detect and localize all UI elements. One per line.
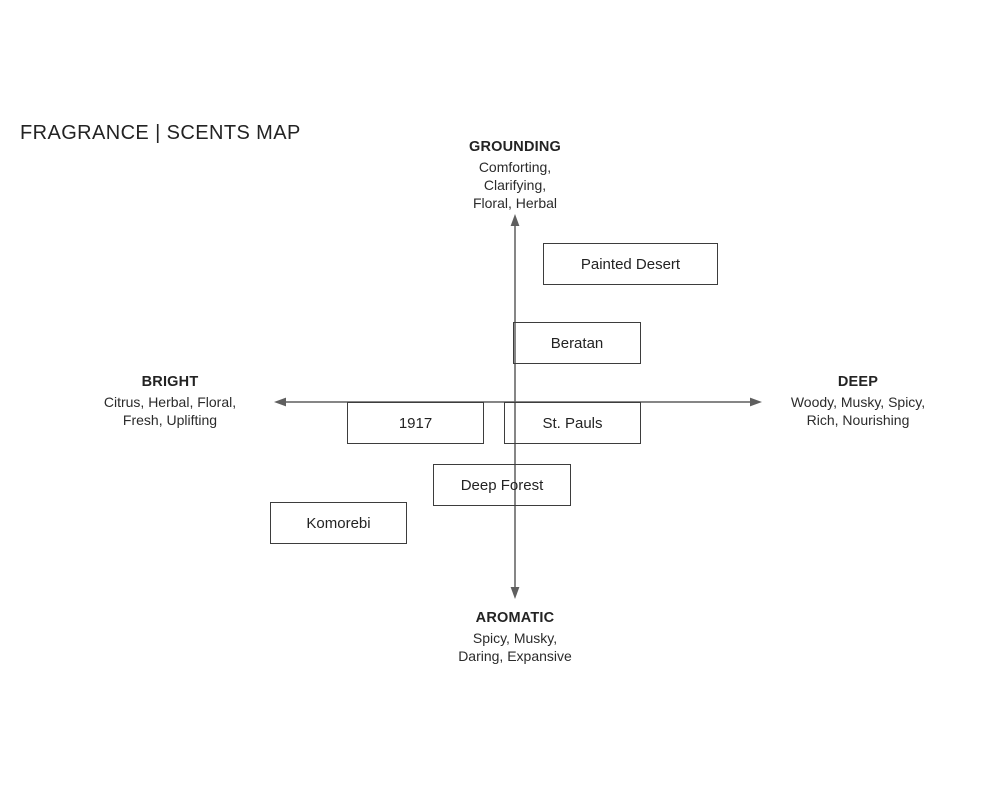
scent-box-label: St. Pauls [542,414,603,432]
arrowhead-right-icon [750,397,762,407]
axis-name-deep: DEEP [837,374,879,390]
scent-box-label: 1917 [398,414,433,432]
scent-box-painted-desert: Painted Desert [543,243,718,285]
scent-box-label: Deep Forest [460,476,544,494]
axis-name-grounding: GROUNDING [468,139,562,155]
axis-name-aromatic: AROMATIC [475,610,555,626]
arrowhead-down-icon [510,587,520,599]
axis-label-deep: DEEP Woody, Musky, Spicy, Rich, Nourishi… [708,374,1000,429]
scent-box-deep-forest: Deep Forest [433,464,571,506]
axis-label-bright: BRIGHT Citrus, Herbal, Floral, Fresh, Up… [20,374,320,429]
scent-box-label: Painted Desert [580,255,681,273]
axis-desc-deep: Woody, Musky, Spicy, Rich, Nourishing [790,394,926,428]
arrowhead-up-icon [510,214,520,226]
axis-label-grounding: GROUNDING Comforting, Clarifying, Floral… [365,139,665,212]
scent-box-beratan: Beratan [513,322,641,364]
scent-box-label: Beratan [550,334,604,352]
scent-box-st-pauls: St. Pauls [504,402,641,444]
page-title: FRAGRANCE | SCENTS MAP [20,122,301,144]
scent-box-komorebi: Komorebi [270,502,407,544]
axis-desc-aromatic: Spicy, Musky, Daring, Expansive [458,630,572,664]
axis-desc-grounding: Comforting, Clarifying, Floral, Herbal [472,159,558,211]
scent-box-label: Komorebi [306,514,371,532]
axis-desc-bright: Citrus, Herbal, Floral, Fresh, Uplifting [103,394,237,428]
axis-label-aromatic: AROMATIC Spicy, Musky, Daring, Expansive [365,610,665,665]
arrowhead-left-icon [274,397,286,407]
scent-box-1917: 1917 [347,402,484,444]
axis-name-bright: BRIGHT [141,374,199,390]
